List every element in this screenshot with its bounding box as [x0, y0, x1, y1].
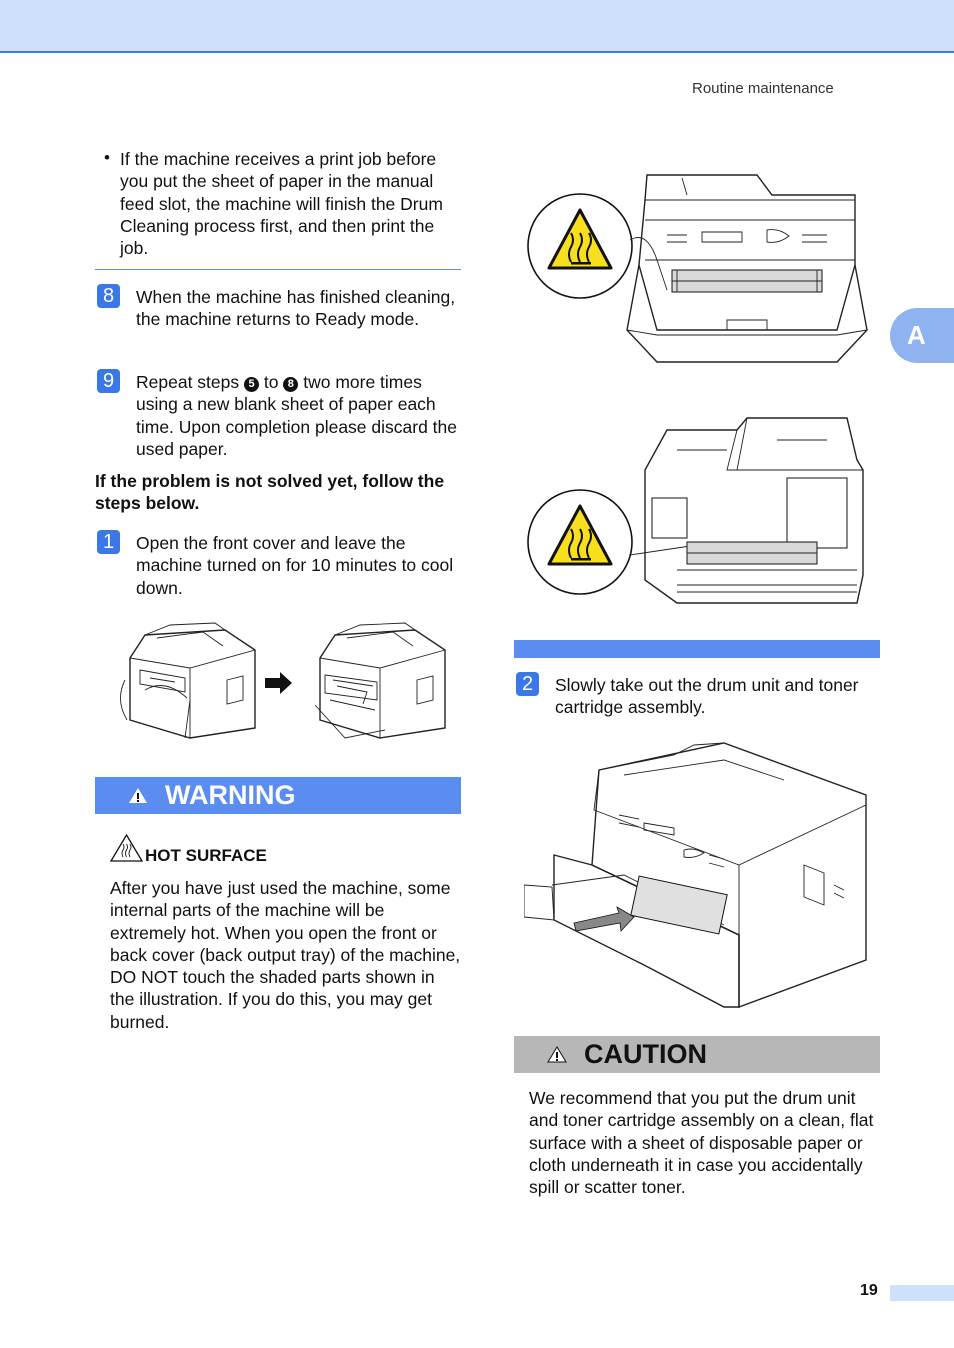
caution-label: CAUTION: [584, 1039, 707, 1069]
step-2-text: Slowly take out the drum unit and toner …: [555, 675, 859, 718]
front-view-hot-area-illustration: [527, 174, 868, 363]
pull-arrow-icon: [573, 906, 635, 932]
page-number: 19: [860, 1282, 878, 1299]
section-strip: [514, 640, 880, 658]
step-1-number: 1: [97, 530, 120, 554]
caution-banner: CAUTION: [514, 1036, 880, 1073]
warning-label: WARNING: [165, 780, 296, 810]
warning-banner: WARNING: [95, 777, 461, 814]
chapter-tab-label: A: [907, 320, 926, 350]
caution-triangle-icon: [547, 1046, 567, 1063]
step-8-number: 8: [97, 284, 120, 308]
problem-note: If the problem is not solved yet, follow…: [95, 471, 445, 514]
printer-open-drawing: [314, 622, 446, 739]
divider: [95, 269, 461, 270]
caution-text: We recommend that you put the drum unit …: [529, 1088, 874, 1198]
printer-closed-drawing: [120, 622, 256, 739]
warning-triangle-icon: [129, 788, 147, 803]
step-8-text: When the machine has finished cleaning, …: [136, 287, 456, 330]
step-ref-5: 5: [244, 377, 259, 392]
hot-surface-icon: [109, 833, 144, 862]
back-view-hot-area-illustration: [527, 417, 864, 604]
arrow-right-icon: [265, 672, 292, 694]
step-9-text: Repeat steps 5 to 8 two more times using…: [136, 372, 458, 459]
chapter-tab[interactable]: A: [890, 308, 954, 363]
step-1-text: Open the front cover and leave the machi…: [136, 533, 454, 598]
section-title: Routine maintenance: [692, 80, 834, 97]
step-ref-8: 8: [283, 377, 299, 392]
hot-surface-title: HOT SURFACE: [145, 846, 267, 865]
bullet-dot: •: [104, 148, 110, 167]
page-tab: [890, 1285, 954, 1301]
open-front-cover-illustration: [120, 622, 446, 739]
bullet-text: If the machine receives a print job befo…: [120, 149, 443, 259]
hot-surface-icon: [547, 504, 613, 566]
header-bar: [0, 0, 954, 53]
hot-surface-icon: [547, 208, 613, 270]
warning-text: After you have just used the machine, so…: [110, 878, 461, 1032]
step-2-number: 2: [516, 672, 539, 696]
drum-removal-illustration: [524, 742, 867, 1009]
step-9-number: 9: [97, 369, 120, 393]
